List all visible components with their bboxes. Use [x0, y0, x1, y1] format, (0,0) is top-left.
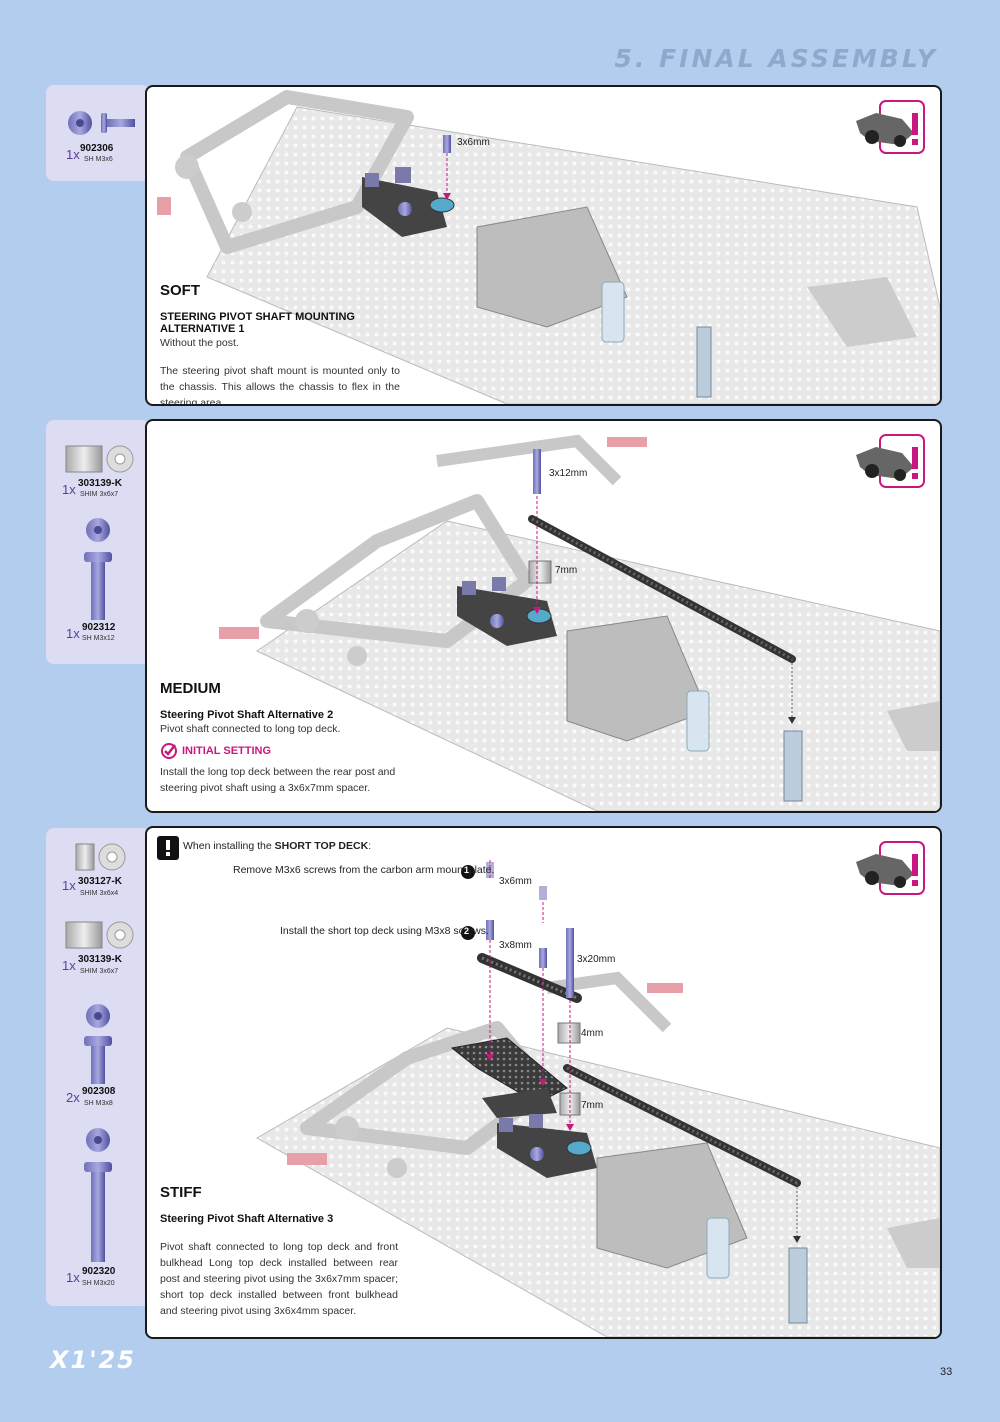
- shim-3x6x7-icon: [65, 921, 134, 949]
- assembly-illustration-medium: [219, 434, 940, 811]
- section-soft: 3x6mm SOFT STEERING PIVOT SHAFT MOUNTING…: [145, 85, 942, 406]
- section-line1: Pivot shaft connected to long top deck.: [160, 723, 341, 735]
- spacer-4mm-label: 4mm: [581, 1028, 604, 1039]
- part-desc: SH M3x12: [82, 635, 115, 642]
- part-number: 902312: [82, 622, 116, 633]
- section-subtitle: Steering Pivot Shaft Alternative 2: [160, 709, 334, 721]
- spacer-length-label: 7mm: [555, 565, 578, 576]
- part-qty: 1x: [66, 626, 80, 641]
- initial-setting-badge: INITIAL SETTING: [182, 745, 272, 757]
- part-number: 303139-K: [78, 478, 122, 489]
- spacer-7mm-label: 7mm: [581, 1100, 604, 1111]
- parts-panel-soft: 1x 902306 SH M3x6: [46, 85, 150, 181]
- note-suffix: :: [368, 840, 372, 852]
- footer-logo: X1'25: [50, 1346, 136, 1374]
- screw-3x20-label: 3x20mm: [577, 954, 616, 965]
- part-desc: SHIM 3x6x4: [80, 890, 119, 897]
- step1-number: 1: [464, 865, 470, 875]
- part-desc: SH M3x20: [82, 1280, 115, 1287]
- part-desc: SHIM 3x6x7: [80, 491, 119, 498]
- section-title: MEDIUM: [160, 680, 221, 697]
- part-number: 303139-K: [78, 954, 122, 965]
- note-bold: SHORT TOP DECK: [274, 840, 369, 852]
- parts-panel-stiff: 1x 303127-K SHIM 3x6x4 1x 303139-K SHIM …: [46, 828, 150, 1306]
- part-qty: 1x: [62, 878, 76, 893]
- part-qty: 1x: [62, 958, 76, 973]
- page-title: 5. FINAL ASSEMBLY: [614, 44, 938, 73]
- section-medium: 3x12mm 7mm MEDIUM Steering Pivot Shaft A…: [145, 419, 942, 813]
- part-number: 303127-K: [78, 876, 122, 887]
- screw-m3x8-icon: [84, 1004, 112, 1084]
- part-number: 902308: [82, 1086, 116, 1097]
- section-stiff: When installing the SHORT TOP DECK: Remo…: [145, 826, 942, 1339]
- car-warning-icon: [856, 433, 926, 496]
- step2-number: 2: [464, 926, 470, 936]
- step2-text: Install the short top deck using M3x8 sc…: [280, 925, 489, 937]
- section-line1: Without the post.: [160, 337, 239, 349]
- section-description: Pivot shaft connected to long top deck a…: [160, 1241, 398, 1317]
- step1-text: Remove M3x6 screws from the carbon arm m…: [233, 864, 495, 876]
- screw-3x6-label: 3x6mm: [499, 876, 532, 887]
- screw-length-label: 3x6mm: [457, 137, 490, 148]
- car-warning-icon: [856, 99, 926, 162]
- checkmark-icon: [161, 743, 177, 759]
- shim-3x6x4-icon: [75, 843, 126, 871]
- part-qty: 1x: [66, 147, 80, 162]
- part-number: 902306: [80, 143, 114, 154]
- assembly-illustration-stiff: [255, 858, 940, 1337]
- screw-3x8-label: 3x8mm: [499, 940, 532, 951]
- parts-panel-medium: 1x 303139-K SHIM 3x6x7 1x 902312 SH M3x1…: [46, 420, 150, 664]
- note-prefix: When installing the: [183, 840, 272, 852]
- car-warning-icon: [856, 840, 926, 903]
- exclamation-icon: [157, 836, 179, 860]
- part-qty: 1x: [66, 1270, 80, 1285]
- part-desc: SH M3x6: [84, 156, 113, 163]
- section-subtitle: STEERING PIVOT SHAFT MOUNTING ALTERNATIV…: [160, 311, 355, 335]
- part-qty: 2x: [66, 1090, 80, 1105]
- section-description: Install the long top deck between the re…: [160, 766, 396, 794]
- section-title: SOFT: [160, 282, 200, 299]
- part-desc: SH M3x8: [84, 1100, 113, 1107]
- section-subtitle: Steering Pivot Shaft Alternative 3: [160, 1213, 334, 1225]
- shim-3x6x7-icon: [65, 445, 134, 473]
- part-desc: SHIM 3x6x7: [80, 968, 119, 975]
- screw-m3x12-icon: [84, 518, 112, 620]
- section-title: STIFF: [160, 1184, 202, 1201]
- screw-length-label: 3x12mm: [549, 468, 588, 479]
- short-deck-note: When installing the SHORT TOP DECK:: [183, 840, 371, 852]
- screw-m3x6-icon: [68, 111, 135, 135]
- screw-m3x20-icon: [84, 1128, 112, 1262]
- part-number: 902320: [82, 1266, 116, 1277]
- section-description: The steering pivot shaft mount is mounte…: [160, 365, 400, 406]
- part-qty: 1x: [62, 482, 76, 497]
- page-number: 33: [940, 1366, 953, 1378]
- assembly-illustration-soft: [157, 90, 940, 404]
